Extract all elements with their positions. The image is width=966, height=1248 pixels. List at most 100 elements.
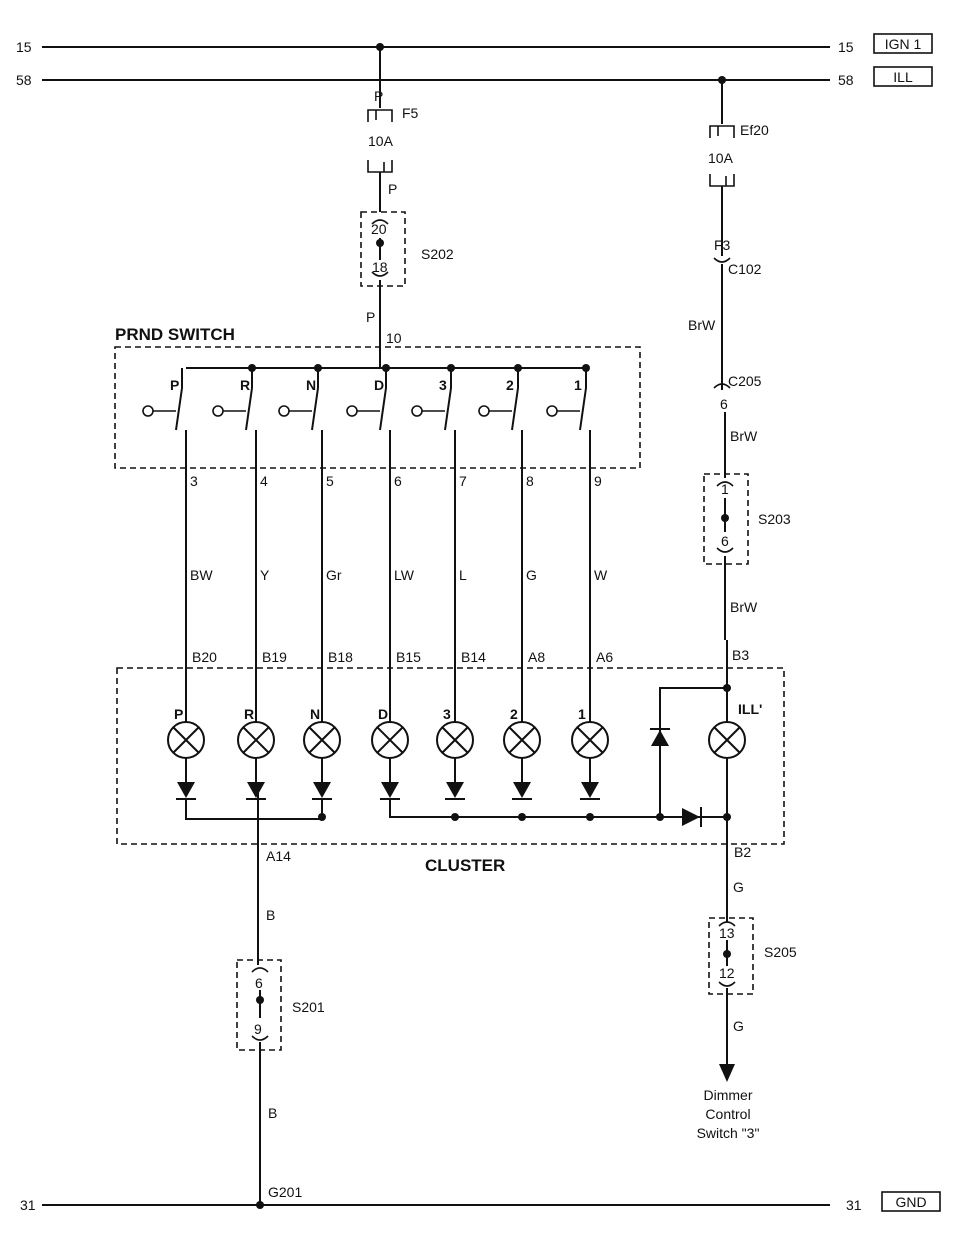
- ign1-badge: IGN 1: [885, 36, 922, 52]
- ill-left-num: 58: [16, 72, 32, 88]
- prnd-switch-box: [114, 346, 641, 469]
- s202-bottom-pin: 18: [372, 259, 388, 275]
- lamp-label: P: [174, 706, 183, 722]
- b2-pin: B2: [734, 844, 751, 860]
- cluster-pin: B18: [328, 649, 353, 665]
- prnd-position-label: 3: [439, 377, 447, 393]
- prnd-position-label: 2: [506, 377, 514, 393]
- prnd-position-label: R: [240, 377, 250, 393]
- prnd-position-label: P: [170, 377, 179, 393]
- lamp-diode: [381, 782, 399, 798]
- prn-return-bus: [185, 799, 323, 820]
- splice-s203: 1 6 S203: [703, 473, 791, 565]
- cluster-pin: B15: [396, 649, 421, 665]
- ill-bypass-diode: [650, 728, 670, 746]
- prnd-switch-title: PRND SWITCH: [115, 325, 235, 344]
- cluster-box: [116, 667, 785, 845]
- g201-label: G201: [268, 1184, 302, 1200]
- wire-color: BW: [190, 567, 213, 583]
- prnd-pin: 5: [326, 473, 334, 489]
- prnd-pin: 8: [526, 473, 534, 489]
- indicator-lamp-pos-1: 1: [571, 706, 609, 800]
- cluster-title: CLUSTER: [425, 856, 505, 875]
- lamp-diode: [177, 782, 195, 798]
- cluster-indicator-lamps: P R N D 3 2 1: [167, 706, 609, 800]
- b-wire-2: B: [268, 1105, 277, 1121]
- s201-name: S201: [292, 999, 325, 1015]
- lamp-label: N: [310, 706, 320, 722]
- cluster-pin: B19: [262, 649, 287, 665]
- c205-label: C205: [728, 373, 762, 389]
- f5-bottom-color: P: [388, 181, 397, 197]
- prnd-contact-pos-3: 3 7L B14: [411, 364, 486, 722]
- gnd-right-num: 31: [846, 1197, 862, 1213]
- splice-s201: 6 9 S201: [236, 959, 325, 1051]
- wire-color: LW: [394, 567, 415, 583]
- wire-color: Gr: [326, 567, 342, 583]
- gnd-left-num: 31: [20, 1197, 36, 1213]
- f5-branch: P F5 10A P 20 18 S202 P 10: [360, 47, 454, 368]
- prnd-switch: PRND SWITCH P3BWB20R4YB19N5GrB18D6LWB153…: [114, 325, 641, 722]
- prnd-position-label: 1: [574, 377, 582, 393]
- indicator-lamp-pos-p: P: [167, 706, 205, 800]
- ground-branch: A14 B 6 9 S201 B G201: [236, 848, 325, 1205]
- indicator-lamp-pos-r: R: [237, 706, 275, 800]
- prnd-position-label: D: [374, 377, 384, 393]
- ill-rail: 58 58 ILL: [16, 66, 933, 88]
- f3-label: F3: [714, 237, 731, 253]
- s205-top-pin: 13: [719, 925, 735, 941]
- ill-badge-box: [873, 66, 933, 87]
- s202-top-pin: 20: [371, 221, 387, 237]
- g-wire-2: G: [733, 1018, 744, 1034]
- ill-right-num: 58: [838, 72, 854, 88]
- lamp-diode: [581, 782, 599, 798]
- prnd-pin: 7: [459, 473, 467, 489]
- cluster-pin: A8: [528, 649, 545, 665]
- cluster-pin: B14: [461, 649, 486, 665]
- brw-wire-2: BrW: [730, 428, 758, 444]
- lamp-label: R: [244, 706, 254, 722]
- c102-label: C102: [728, 261, 762, 277]
- indicator-lamp-pos-d: D: [371, 706, 409, 800]
- prnd-position-label: N: [306, 377, 316, 393]
- lamp-diode: [446, 782, 464, 798]
- f5-rating: 10A: [368, 133, 394, 149]
- lamp-diode: [513, 782, 531, 798]
- s203-name: S203: [758, 511, 791, 527]
- brw-wire-3: BrW: [730, 599, 758, 615]
- ign1-badge-box: [873, 33, 933, 54]
- wire-color: W: [594, 567, 608, 583]
- gnd-badge: GND: [895, 1194, 926, 1210]
- indicator-lamp-pos-n: N: [303, 706, 341, 800]
- lamp-label: 1: [578, 706, 586, 722]
- wire-color: L: [459, 567, 467, 583]
- s205-name: S205: [764, 944, 797, 960]
- dimmer-line3: Switch "3": [697, 1125, 760, 1141]
- s201-top-pin: 6: [255, 975, 263, 991]
- c205-pin: 6: [720, 396, 728, 412]
- d321-return-bus: [389, 799, 727, 818]
- ign1-left-num: 15: [16, 39, 32, 55]
- prnd-positions: P3BWB20R4YB19N5GrB18D6LWB1537LB1428GA819…: [142, 364, 613, 722]
- prnd-feed-color: P: [366, 309, 375, 325]
- lamp-diode: [247, 782, 265, 798]
- cluster-pin: B20: [192, 649, 217, 665]
- s202-name: S202: [421, 246, 454, 262]
- b3-pin: B3: [732, 647, 749, 663]
- wire-color: Y: [260, 567, 270, 583]
- indicator-lamp-pos-2: 2: [503, 706, 541, 800]
- g-wire-1: G: [733, 879, 744, 895]
- ill-lamp-label: ILL': [738, 701, 762, 717]
- brw-wire-1: BrW: [688, 317, 716, 333]
- lamp-label: 3: [443, 706, 451, 722]
- ign1-rail: 15 15 IGN 1: [16, 33, 933, 55]
- lamp-label: D: [378, 706, 388, 722]
- dimmer-arrow: [719, 1064, 735, 1082]
- lamp-diode: [313, 782, 331, 798]
